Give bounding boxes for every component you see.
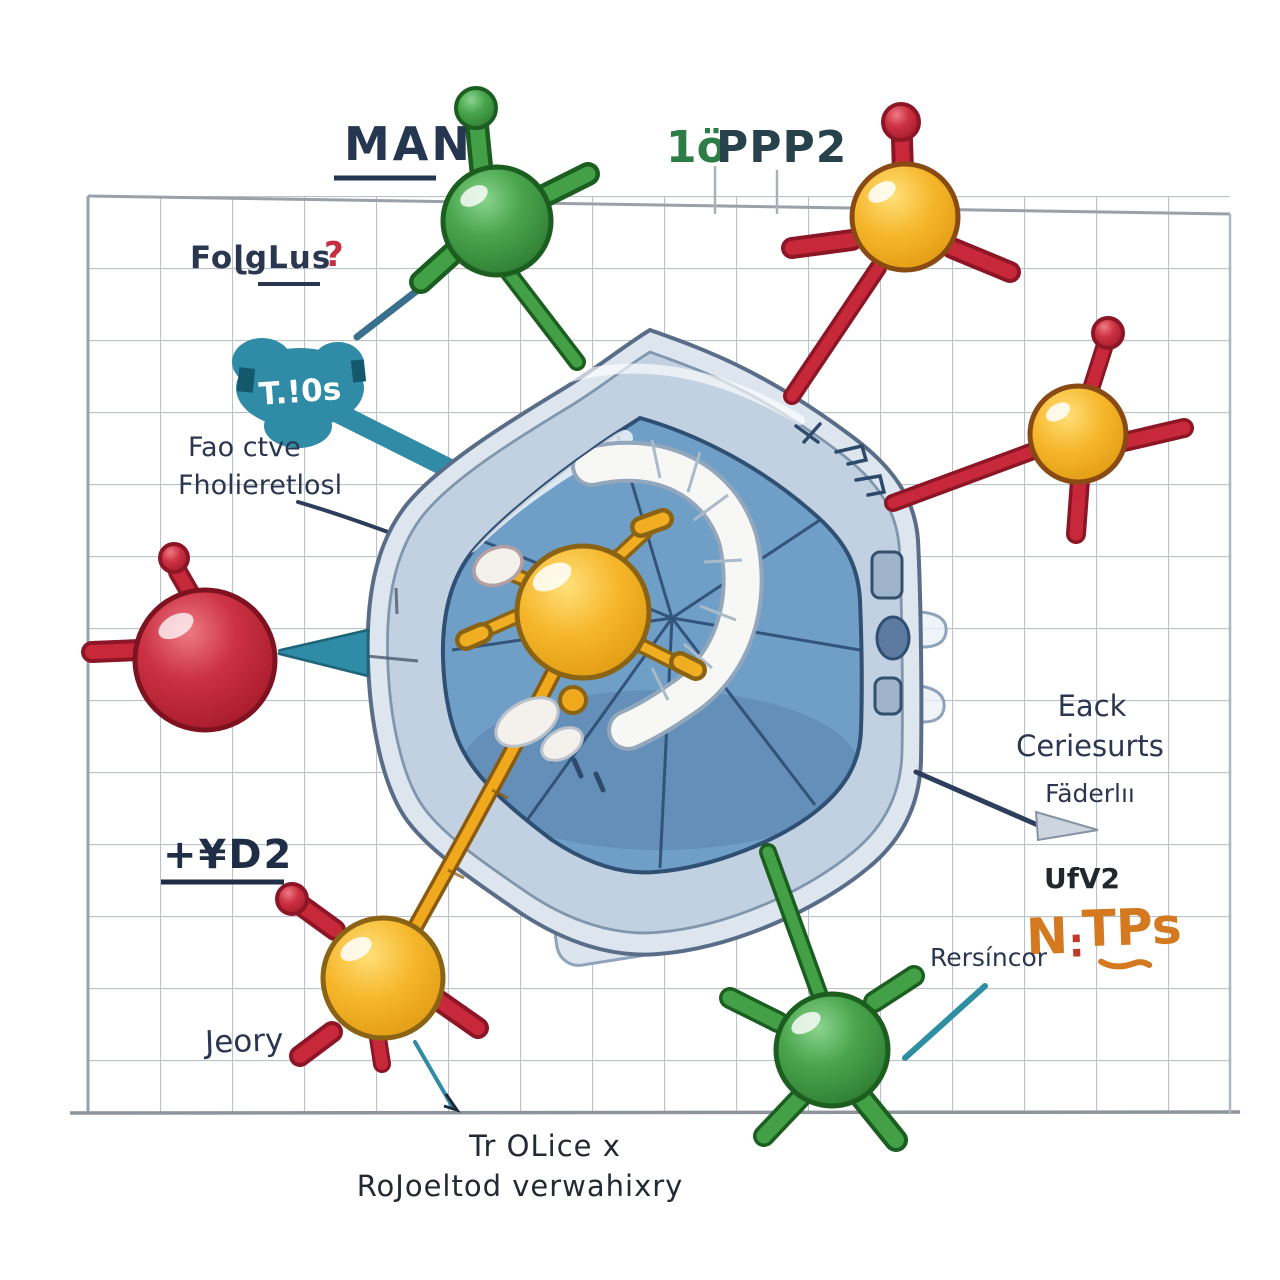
green-ball — [440, 164, 554, 278]
label-toppp2-rest: PPP2 — [716, 122, 847, 173]
green-ball — [773, 991, 891, 1109]
ntps-squiggle — [1098, 958, 1153, 970]
yellow-molecule-right — [1027, 316, 1194, 544]
steel-pointer-line — [353, 282, 427, 341]
stub-end-ball — [454, 86, 498, 130]
teal-callout-blob: T.!0s — [232, 338, 476, 487]
hexagon-right-tabs — [918, 610, 948, 724]
yellow-molecule-top-right — [781, 102, 1021, 283]
green-molecule-bottom — [719, 965, 925, 1152]
stub-end-ball — [1091, 316, 1125, 350]
rim-tech-glyphs — [794, 422, 887, 497]
rim-pencil-ticks — [365, 587, 419, 663]
grid-border-top — [87, 194, 1231, 216]
label-rersincor: Rersíncor — [930, 943, 1048, 972]
stub-end-ball — [158, 542, 190, 574]
label-ntps-colon: : — [1068, 920, 1086, 967]
label-ntps-group: N : TPs — [1025, 897, 1183, 970]
grid-border-bottom — [69, 1110, 1241, 1115]
yellow-ball — [1027, 383, 1129, 485]
label-ad2: +¥D2 — [163, 832, 293, 878]
white-mushroom-cap — [472, 544, 524, 588]
gray-arrowhead — [1034, 810, 1099, 842]
label-each-line2: Ceriesurts — [1016, 729, 1164, 763]
label-man: MAN — [344, 117, 473, 171]
label-jeory: Jeory — [202, 1022, 283, 1061]
yellow-ball — [320, 915, 446, 1041]
teal-wedge-arrow — [271, 628, 370, 678]
yellow-molecule-bottom-left — [275, 882, 489, 1073]
blob-glyph-bar-right — [350, 359, 367, 383]
white-glove-blob-small — [540, 726, 584, 762]
labels: MAN 1ö PPP2 FoɭgLus ? Fao ctve Fholieret… — [161, 117, 1183, 1203]
grid-overshoot-ticks — [713, 166, 779, 214]
label-ntps-rest: TPs — [1081, 897, 1183, 958]
tiny-arrow-tip — [443, 1093, 461, 1113]
blob-stem — [322, 400, 476, 487]
label-active-line1: Fao ctve — [188, 432, 301, 463]
teal-pointer-lines — [413, 983, 988, 1113]
blob-label: T.!0s — [258, 371, 343, 413]
label-each-line1: Eack — [1058, 689, 1127, 723]
center-yellow-molecule — [455, 508, 707, 762]
label-ntps-n: N — [1025, 907, 1069, 966]
each-consists-pointer — [913, 769, 1099, 842]
label-toppp2-prefix: 1ö — [666, 122, 727, 173]
bonds — [389, 259, 1045, 1005]
label-folglus: FoɭgLus — [190, 240, 331, 276]
label-active-line2: Fholieretlosl — [178, 470, 342, 501]
white-c-tube — [571, 439, 764, 751]
stub-end-ball — [881, 102, 921, 142]
label-faderlu: Fäderlıı — [1045, 779, 1135, 808]
label-bottom-line1: Tr OLice x — [468, 1129, 621, 1163]
ball-highlight — [532, 562, 572, 592]
label-bottom-line2: RoJoeltod verwahixry — [357, 1169, 684, 1203]
rim-latches — [870, 550, 911, 716]
rod-elbow-joint — [558, 685, 588, 715]
center-yellow-ball — [514, 543, 652, 681]
stub-end-ball — [275, 882, 309, 916]
label-ufv2: UfV2 — [1044, 862, 1120, 895]
green-molecule-top — [409, 86, 600, 294]
yellow-ball — [849, 161, 961, 273]
question-mark: ? — [324, 235, 344, 275]
red-ball — [132, 587, 278, 733]
white-glove-blob — [494, 696, 560, 748]
rim-highlight-top — [555, 363, 805, 425]
blob-glyph-bar-left — [236, 367, 256, 393]
hexagon-cell — [365, 328, 924, 957]
red-molecule-left — [81, 542, 370, 733]
